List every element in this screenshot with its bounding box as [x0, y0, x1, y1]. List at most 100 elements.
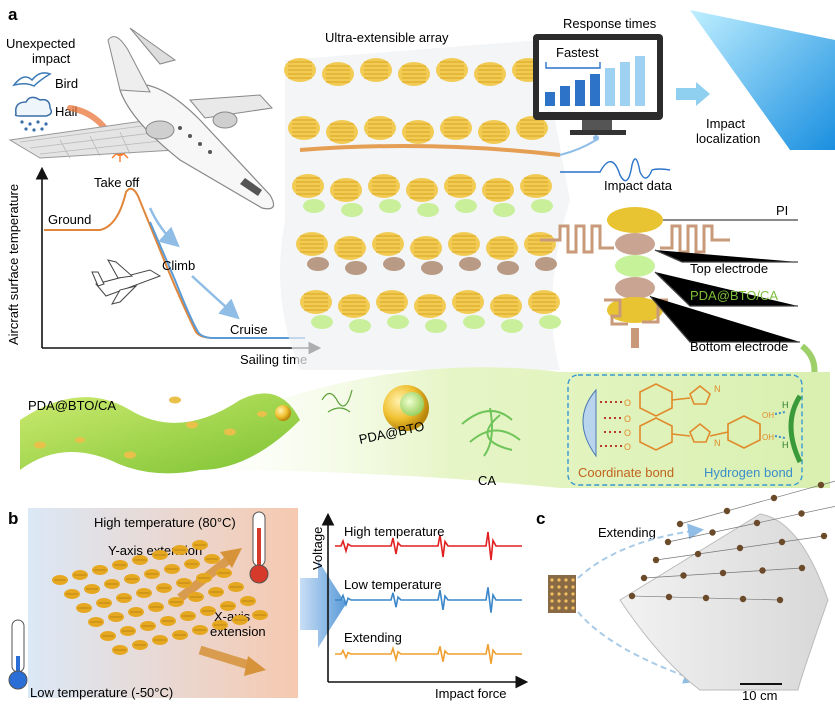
- array-pixel: [436, 58, 468, 82]
- electrode-dot: [719, 569, 727, 577]
- panel-b-letter: b: [8, 509, 18, 528]
- array-pixel: [284, 58, 316, 82]
- stage-cruise: Cruise: [230, 322, 268, 337]
- grid-pixel: [132, 640, 148, 650]
- electrode-dot: [798, 510, 805, 517]
- grid-pixel: [228, 582, 244, 592]
- layer-pi: PI: [776, 203, 788, 218]
- small-electrode: [557, 585, 561, 589]
- array-pixel: [528, 290, 561, 329]
- electrode-dot: [680, 572, 687, 579]
- ca-chain-icon: [461, 407, 521, 457]
- layer-stack: [540, 207, 822, 394]
- sensor-array: [284, 58, 561, 333]
- small-electrode: [564, 606, 568, 610]
- array-pixel: [288, 116, 320, 140]
- response-bar: [575, 80, 585, 106]
- grid-pixel: [120, 626, 136, 636]
- small-electrode: [571, 578, 575, 582]
- grid-pixel: [140, 621, 156, 631]
- extended-array-electrodes: [628, 480, 835, 604]
- trace-label-extending: Extending: [344, 630, 402, 645]
- small-electrode: [550, 592, 554, 596]
- coordinate-bond-label: Coordinate bond: [578, 465, 674, 480]
- polymer-chain-icon: [321, 389, 353, 413]
- svg-text:O: O: [624, 428, 631, 438]
- layer-bottom-electrode: Bottom electrode: [690, 339, 788, 354]
- low-temp-label: Low temperature (-50°C): [30, 685, 173, 700]
- bond-box: [567, 374, 803, 486]
- temperature-xlabel: Sailing time: [240, 352, 307, 367]
- impact-title-line1: Unexpected: [6, 36, 75, 51]
- x-extension-arrow: [198, 645, 254, 671]
- temperature-ylabel: Aircraft surface temperature: [6, 184, 21, 345]
- temperature-graph: [35, 166, 322, 355]
- array-pixel: [330, 178, 363, 217]
- response-bar: [605, 68, 615, 106]
- array-pixel: [376, 290, 409, 329]
- signal-xlabel: Impact force: [435, 686, 507, 701]
- array-pixel: [482, 178, 515, 217]
- grid-pixel: [96, 598, 112, 608]
- grid-pixel: [76, 603, 92, 613]
- grid-pixel: [176, 578, 192, 588]
- small-electrode: [571, 599, 575, 603]
- small-electrode: [564, 578, 568, 582]
- array-pixel: [326, 120, 358, 144]
- electrode-dot: [652, 556, 660, 564]
- svg-text:OH: OH: [762, 411, 774, 420]
- grid-pixel: [108, 612, 124, 622]
- array-pixel: [410, 236, 443, 275]
- signal-chart: [321, 512, 529, 689]
- array-pixel: [444, 174, 477, 213]
- layer-dielectric: PDA@BTO/CA: [690, 288, 778, 303]
- grid-pixel: [232, 615, 248, 625]
- array-pixel: [402, 120, 434, 144]
- small-electrode: [557, 606, 561, 610]
- array-pixel: [300, 290, 333, 329]
- svg-text:O: O: [624, 398, 631, 408]
- stage-climb: Climb: [162, 258, 195, 273]
- grid-pixel: [128, 607, 144, 617]
- small-array-photo: [548, 575, 576, 613]
- grid-pixel: [192, 540, 208, 550]
- array-pixel: [292, 174, 325, 213]
- grid-pixel: [52, 575, 68, 585]
- electrode-dot: [736, 544, 744, 552]
- hydrogen-bond-label: Hydrogen bond: [704, 465, 793, 480]
- array-pixel: [322, 62, 354, 86]
- signal-trace: [335, 587, 522, 613]
- response-bar: [560, 86, 570, 106]
- grid-pixel: [156, 583, 172, 593]
- stage-ground: Ground: [48, 212, 91, 227]
- grid-pixel: [168, 597, 184, 607]
- grid-pixel: [188, 592, 204, 602]
- grid-pixel: [204, 554, 220, 564]
- response-bar: [545, 92, 555, 106]
- grid-pixel: [72, 570, 88, 580]
- grid-pixel: [64, 589, 80, 599]
- extending-label: Extending: [598, 525, 656, 540]
- film-label: PDA@BTO/CA: [28, 398, 116, 413]
- grid-pixel: [92, 565, 108, 575]
- electrode-dot: [702, 594, 710, 602]
- array-pixel: [296, 232, 329, 271]
- small-electrode: [571, 592, 575, 596]
- array-pixel: [440, 116, 472, 140]
- bird-label: Bird: [55, 76, 78, 91]
- small-electrode: [550, 599, 554, 603]
- array-pixel: [448, 232, 481, 271]
- transition-arrow: [300, 560, 346, 648]
- grid-pixel: [172, 630, 188, 640]
- array-pixel: [486, 236, 519, 275]
- array-title: Ultra-extensible array: [325, 30, 449, 45]
- impact-data-label: Impact data: [604, 178, 673, 193]
- grid-pixel: [132, 555, 148, 565]
- high-thermometer-icon: [249, 511, 269, 584]
- electrode-dot: [770, 494, 778, 502]
- electrode-dot: [676, 520, 684, 528]
- electrode-dot: [820, 532, 828, 540]
- grid-pixel: [152, 635, 168, 645]
- grid-pixel: [124, 574, 140, 584]
- small-electrode: [557, 578, 561, 582]
